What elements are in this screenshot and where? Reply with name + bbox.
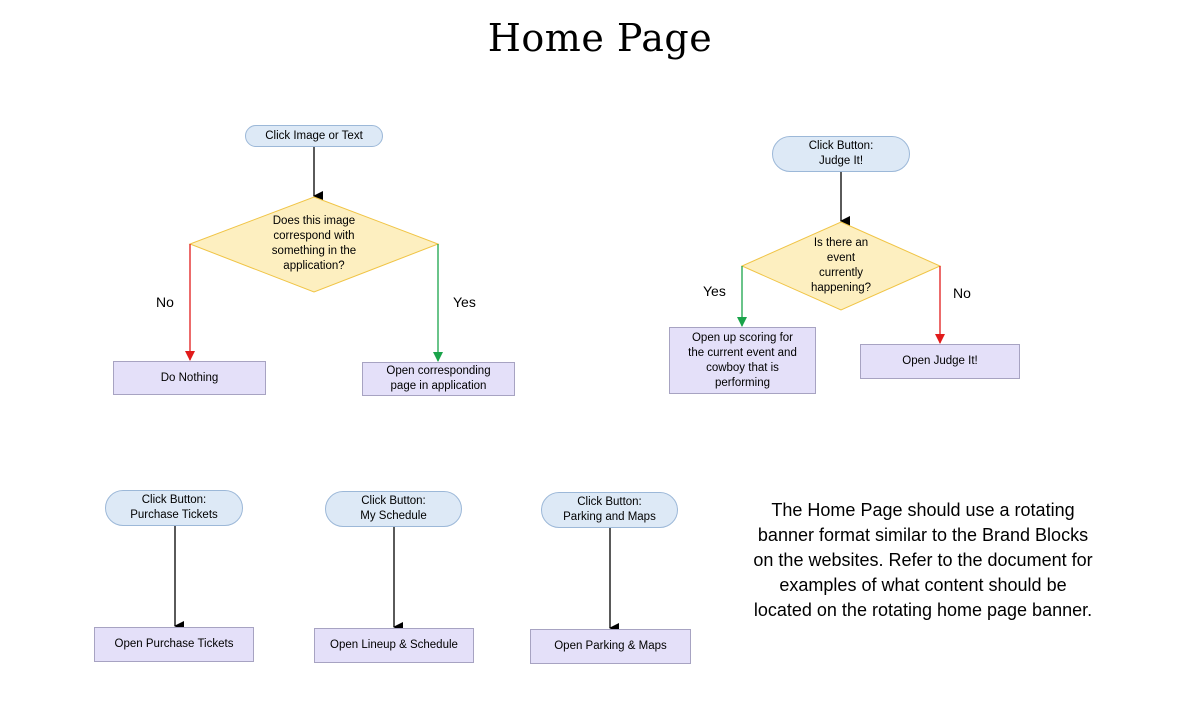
decision-event-happening: Is there an event currently happening? <box>810 237 872 294</box>
home-page-note: The Home Page should use a rotating bann… <box>753 500 1093 620</box>
yes-label-2: Yes <box>703 283 726 299</box>
decision-diamond-2 <box>740 221 942 311</box>
start-judge-it: Click Button: Judge It! <box>772 136 910 172</box>
page-title: Home Page <box>487 16 713 60</box>
yes-label-1: Yes <box>453 294 476 310</box>
no-label-1: No <box>156 294 174 310</box>
start-parking-maps: Click Button: Parking and Maps <box>541 492 678 528</box>
action-open-parking-maps: Open Parking & Maps <box>530 629 691 664</box>
action-do-nothing: Do Nothing <box>113 361 266 395</box>
no-label-2: No <box>953 285 971 301</box>
start-my-schedule: Click Button: My Schedule <box>325 491 462 527</box>
action-open-judge-it: Open Judge It! <box>860 344 1020 379</box>
start-purchase-tickets: Click Button: Purchase Tickets <box>105 490 243 526</box>
start-click-image-or-text: Click Image or Text <box>245 125 383 147</box>
decision-diamond-1 <box>188 196 440 293</box>
action-open-corresponding-page: Open corresponding page in application <box>362 362 515 396</box>
action-open-scoring: Open up scoring for the current event an… <box>669 327 816 394</box>
action-open-lineup-schedule: Open Lineup & Schedule <box>314 628 474 663</box>
action-open-purchase-tickets: Open Purchase Tickets <box>94 627 254 662</box>
decision-image-correspond: Does this image correspond with somethin… <box>271 215 357 272</box>
